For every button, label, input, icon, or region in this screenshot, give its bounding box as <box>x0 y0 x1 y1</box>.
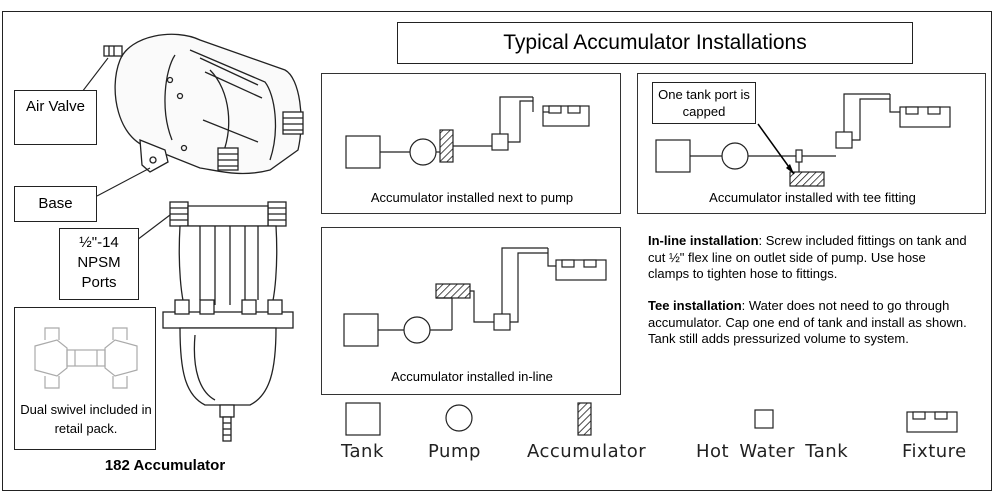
dual-swivel-illustration <box>34 327 138 389</box>
air-valve-callout: Air Valve <box>14 90 97 145</box>
tee-fitting-diagram <box>655 93 951 187</box>
legend-accumulator-label: Accumulator <box>527 441 647 462</box>
legend-tank-label: Tank <box>341 441 384 462</box>
legend-tank-symbol <box>345 402 381 436</box>
inline-body: : Screw included fittings on tank and cu… <box>648 233 967 281</box>
caption-tee-fitting: Accumulator installed with tee fitting <box>709 190 916 205</box>
tank-symbol <box>345 135 381 169</box>
panel-next-to-pump: Accumulator installed next to pump <box>321 73 621 214</box>
inline-heading: In-line installation <box>648 233 759 248</box>
air-valve-label: Air Valve <box>26 98 85 115</box>
tee-body: : Water does not need to go through accu… <box>648 298 967 346</box>
panel-tee-fitting: One tank port is capped Accumulator inst… <box>637 73 986 214</box>
ports-callout: ½"-14 NPSM Ports <box>59 228 139 300</box>
ports-label: ½"-14 NPSM Ports <box>77 234 121 291</box>
swivel-box: Dual swivel included in retail pack. <box>14 307 156 450</box>
legend-accumulator-symbol <box>577 402 592 436</box>
caption-in-line: Accumulator installed in-line <box>391 369 553 384</box>
panel-in-line: Accumulator installed in-line <box>321 227 621 395</box>
legend-pump-label: Pump <box>428 441 481 462</box>
legend-hot-water-tank-symbol <box>754 409 774 429</box>
product-name: 182 Accumulator <box>104 457 226 474</box>
tank-port-note-text: One tank port is capped <box>658 87 750 119</box>
legend-hot-water-tank-label: Hot Water Tank <box>696 441 849 462</box>
legend-pump-symbol <box>445 404 473 432</box>
tee-heading: Tee installation <box>648 298 742 313</box>
base-callout: Base <box>14 186 97 222</box>
base-label: Base <box>38 195 73 212</box>
legend-fixture-label: Fixture <box>902 441 967 462</box>
tank-port-note: One tank port is capped <box>652 82 756 124</box>
accumulator-symbol <box>789 171 825 187</box>
swivel-note: Dual swivel included in retail pack. <box>20 402 152 436</box>
tank-symbol <box>343 313 379 347</box>
next-to-pump-diagram <box>345 96 590 169</box>
in-line-diagram <box>343 247 607 347</box>
caption-next-to-pump: Accumulator installed next to pump <box>370 190 574 205</box>
inline-instructions: In-line installation: Screw included fit… <box>648 233 968 283</box>
outer-frame <box>2 11 992 491</box>
tee-instructions: Tee installation: Water does not need to… <box>648 298 968 348</box>
page-title: Typical Accumulator Installations <box>397 22 913 64</box>
